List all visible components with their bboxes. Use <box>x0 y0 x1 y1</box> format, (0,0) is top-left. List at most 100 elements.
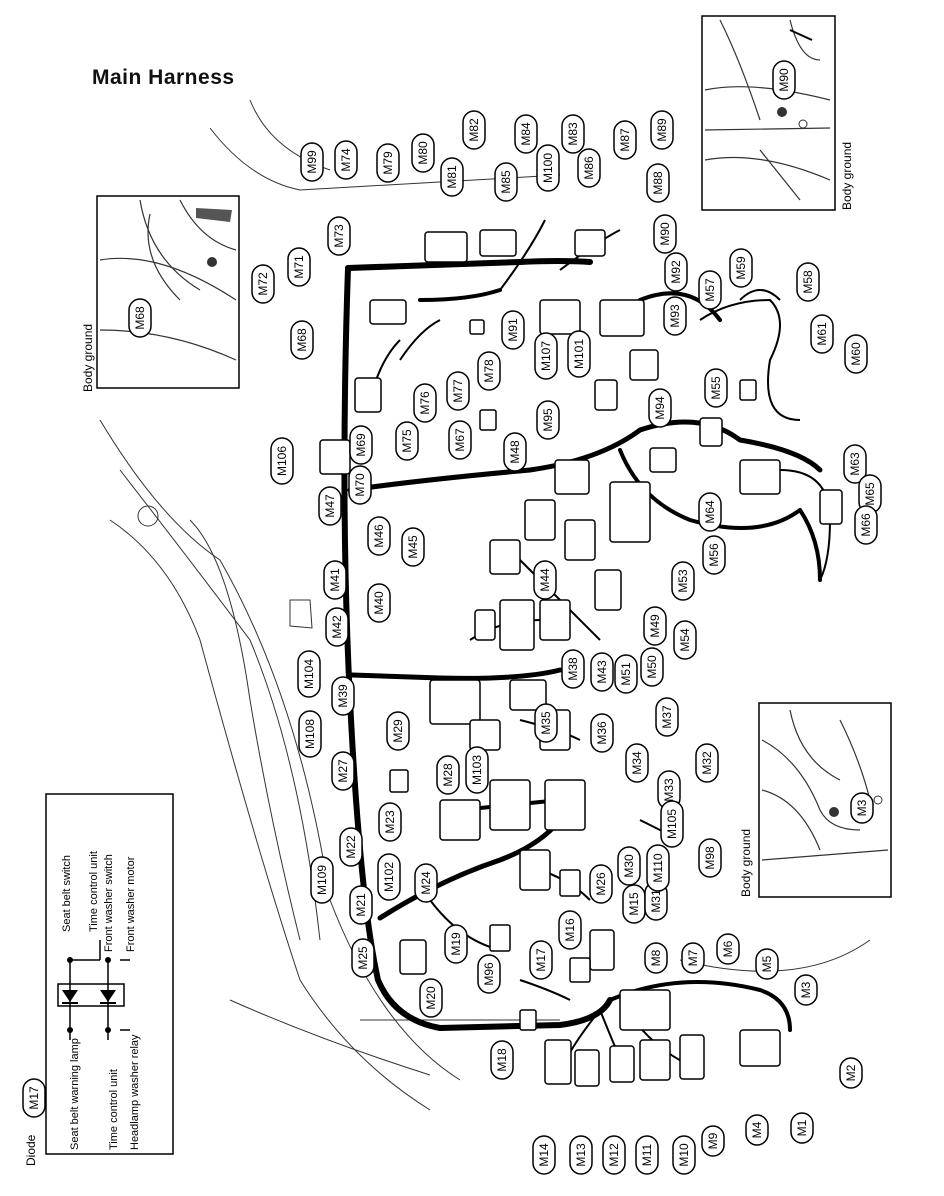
connector-label-text: M49 <box>648 614 662 638</box>
connector-balloon-outline <box>648 388 672 428</box>
connector-label-text: M104 <box>302 659 316 689</box>
connector-balloon-outline <box>440 157 464 197</box>
connector-balloon-outline <box>386 711 410 751</box>
connector-label-text: M3 <box>855 799 869 816</box>
connector-balloon-outline <box>290 320 314 360</box>
connector-label-m1: M1 <box>790 1112 814 1144</box>
connector-balloon-outline <box>772 60 796 100</box>
connector-label-text: M37 <box>660 705 674 729</box>
connector-label-text: M81 <box>445 165 459 189</box>
page-title: Main Harness <box>92 66 235 89</box>
connector-label-m80: M80 <box>411 133 435 173</box>
inset-m90-caption: Body ground <box>840 142 854 210</box>
connector-balloon-outline <box>514 114 538 154</box>
connector-balloon-outline <box>613 120 637 160</box>
connector-label-m27: M27 <box>331 751 355 791</box>
connector-label-m30: M30 <box>617 846 641 886</box>
connector-balloon-outline <box>664 252 688 292</box>
connector-balloon-outline <box>377 853 401 901</box>
connector-label-m83: M83 <box>561 114 585 154</box>
connector-label-m23: M23 <box>378 802 402 842</box>
connector-label-m7: M7 <box>681 942 705 974</box>
connector-label-m8: M8 <box>644 942 668 974</box>
connector-balloon-outline <box>590 652 614 692</box>
connector-label-text: M96 <box>482 962 496 986</box>
connector-balloon-outline <box>643 606 667 646</box>
connector-label-m87: M87 <box>613 120 637 160</box>
connector-label-text: M42 <box>330 615 344 639</box>
connector-balloon-outline <box>298 710 322 758</box>
connector-label-m43: M43 <box>590 652 614 692</box>
connector-label-m18: M18 <box>490 1040 514 1080</box>
connector-label-m91: M91 <box>501 310 525 350</box>
connector-label-m93: M93 <box>663 296 687 336</box>
connector-label-text: M82 <box>467 118 481 142</box>
connector-label-m11: M11 <box>635 1135 659 1175</box>
diode-left-label-3: Headlamp washer relay <box>129 1034 141 1150</box>
connector-balloon-outline <box>843 444 867 484</box>
connector-label-m102: M102 <box>377 853 401 901</box>
connector-label-text: M58 <box>801 270 815 294</box>
connector-label-text: M3 <box>799 981 813 998</box>
connector-label-m24: M24 <box>414 863 438 903</box>
diode-caption: Diode <box>24 1134 38 1166</box>
connector-label-m74: M74 <box>334 140 358 180</box>
connector-label-text: M10 <box>677 1143 691 1167</box>
connector-balloon-outline <box>844 334 868 374</box>
connector-label-text: M27 <box>336 759 350 783</box>
connector-balloon-outline <box>590 713 614 753</box>
connector-balloon-outline <box>672 1135 696 1175</box>
connector-balloon-outline <box>625 743 649 783</box>
connector-balloon-outline <box>348 465 372 505</box>
connector-balloon-outline <box>701 1125 725 1157</box>
connector-label-text: M105 <box>665 809 679 839</box>
inset-m68-caption: Body ground <box>81 324 95 392</box>
connector-balloon-outline <box>327 216 351 256</box>
connector-label-m2: M2 <box>839 1057 863 1089</box>
connector-label-text: M68 <box>295 328 309 352</box>
connector-label-m72: M72 <box>251 264 275 304</box>
connector-balloon-outline <box>681 942 705 974</box>
connector-label-text: M38 <box>566 657 580 681</box>
connector-balloon-outline <box>653 214 677 254</box>
connector-balloon-outline <box>755 948 779 980</box>
connector-balloon-outline <box>569 1135 593 1175</box>
connector-label-text: M8 <box>649 949 663 966</box>
connector-balloon-outline <box>436 755 460 795</box>
connector-label-text: M45 <box>406 535 420 559</box>
diode-right-label-3: Front washer switch <box>103 854 115 952</box>
connector-balloon-outline <box>462 110 486 150</box>
connector-label-m85: M85 <box>494 162 518 202</box>
connector-label-m13: M13 <box>569 1135 593 1175</box>
connector-label-text: M43 <box>595 660 609 684</box>
connector-label-text: M101 <box>572 339 586 369</box>
connector-balloon-outline <box>534 703 558 743</box>
connector-label-m71: M71 <box>287 247 311 287</box>
connector-label-text: M56 <box>707 543 721 567</box>
connector-label-m106: M106 <box>270 437 294 485</box>
connector-balloon-outline <box>533 560 557 600</box>
connector-balloon-outline <box>536 144 560 192</box>
connector-label-text: M31 <box>649 889 663 913</box>
connector-balloon-outline <box>635 1135 659 1175</box>
connector-label-m60: M60 <box>844 334 868 374</box>
connector-label-text: M89 <box>655 118 669 142</box>
connector-label-text: M63 <box>848 452 862 476</box>
connector-label-m82: M82 <box>462 110 486 150</box>
connector-balloon-outline <box>414 863 438 903</box>
connector-label-m84: M84 <box>514 114 538 154</box>
connector-label-m38: M38 <box>561 649 585 689</box>
connector-label-text: M33 <box>662 778 676 802</box>
main-trunk <box>341 258 823 1032</box>
diode-right-label-2: Time control unit <box>88 851 100 932</box>
connector-balloon-outline <box>644 942 668 974</box>
connector-balloon-outline <box>529 940 553 980</box>
connector-balloon-outline <box>602 1135 626 1175</box>
connector-balloon-outline <box>331 676 355 716</box>
connector-balloon-outline <box>617 846 641 886</box>
connector-label-text: M91 <box>506 318 520 342</box>
connector-label-text: M51 <box>619 662 633 686</box>
connector-label-text: M41 <box>328 568 342 592</box>
connector-label-m105: M105 <box>660 800 684 848</box>
